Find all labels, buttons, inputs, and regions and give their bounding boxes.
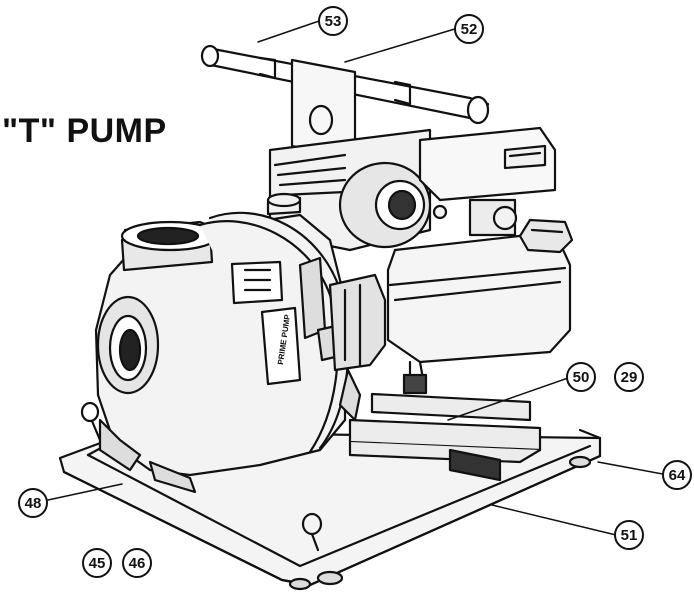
callout-50: 50 — [566, 362, 596, 392]
pump-casing — [94, 211, 387, 494]
callout-45: 45 — [82, 548, 112, 578]
callout-46: 46 — [122, 548, 152, 578]
callout-53: 53 — [318, 6, 348, 36]
diagram-title: "T" PUMP — [2, 112, 167, 150]
engine-rails — [348, 392, 542, 482]
lifting-eyes — [80, 401, 323, 552]
callout-51: 51 — [614, 520, 644, 550]
handle-assembly — [200, 44, 490, 162]
callout-29: 29 — [614, 362, 644, 392]
fuel-tank — [386, 218, 574, 395]
rubber-feet — [288, 455, 592, 591]
callout-64: 64 — [662, 460, 692, 490]
leader-lines — [47, 19, 669, 536]
engine-body — [266, 126, 557, 252]
callout-48: 48 — [18, 488, 48, 518]
callout-52: 52 — [454, 14, 484, 44]
